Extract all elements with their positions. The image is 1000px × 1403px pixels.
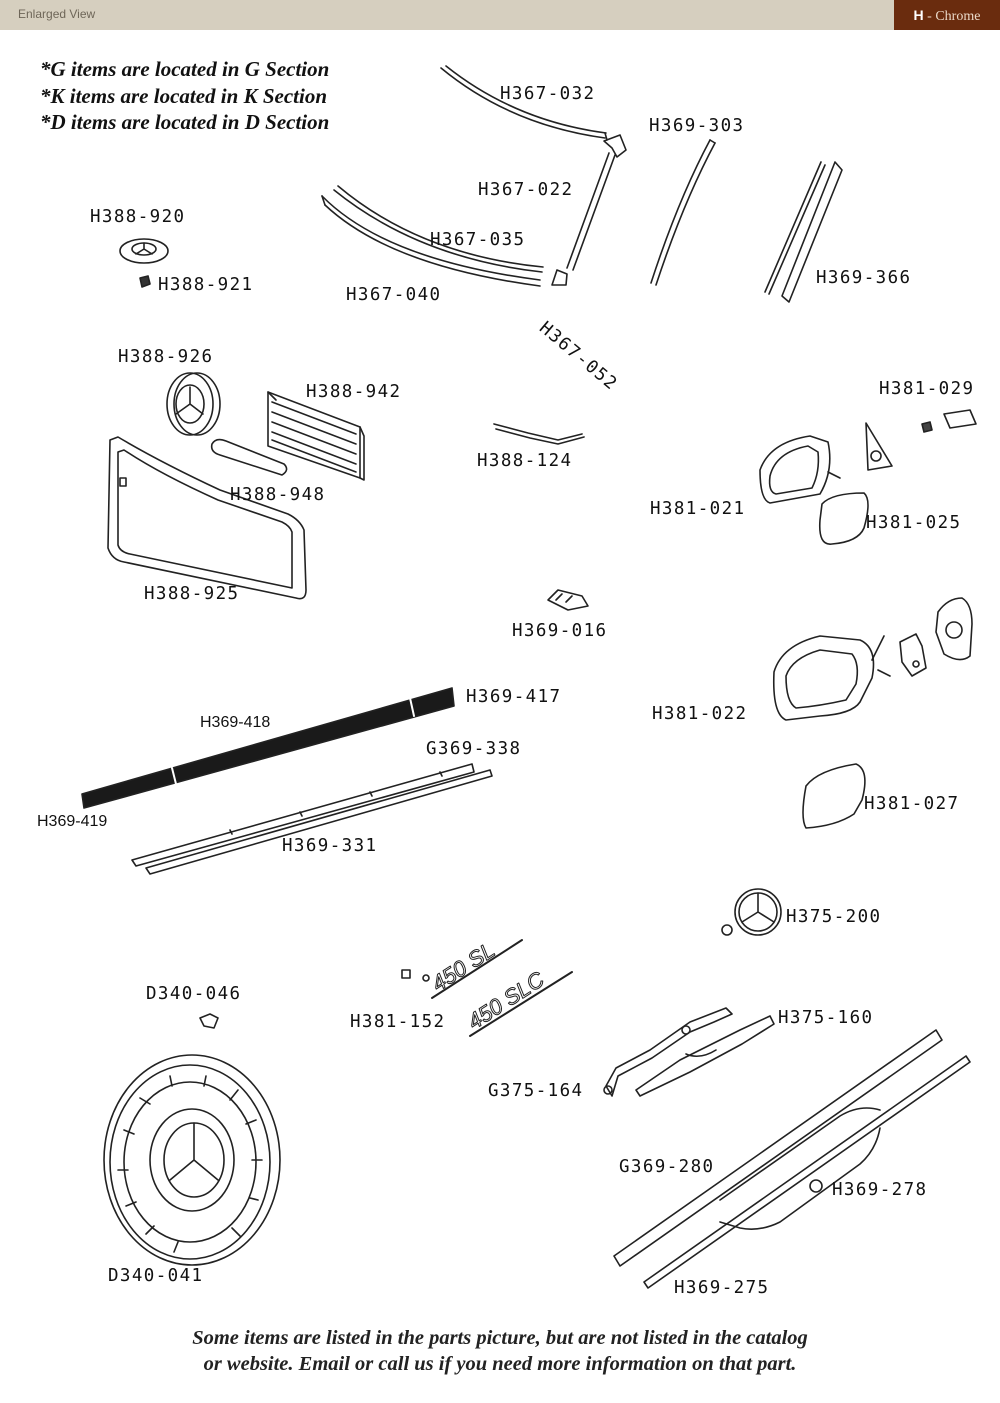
svg-text:450 SLC: 450 SLC bbox=[463, 967, 549, 1035]
part-label[interactable]: H369-278 bbox=[832, 1180, 928, 1200]
part-label[interactable]: H381-025 bbox=[866, 513, 962, 533]
footer-note: Some items are listed in the parts pictu… bbox=[0, 1325, 1000, 1377]
part-label[interactable]: H388-124 bbox=[477, 451, 573, 471]
door-molding[interactable] bbox=[81, 687, 455, 809]
trunk-light-bar[interactable] bbox=[635, 1015, 775, 1097]
rocker-trim-lower[interactable] bbox=[145, 769, 493, 875]
mirror-mount-triangle[interactable] bbox=[865, 422, 893, 471]
part-label[interactable]: H369-303 bbox=[649, 116, 745, 136]
windshield-lower-trim-inner[interactable] bbox=[333, 185, 544, 273]
part-label[interactable]: H381-027 bbox=[864, 794, 960, 814]
mirror-housing-large[interactable] bbox=[772, 635, 891, 721]
windshield-corner[interactable] bbox=[603, 134, 627, 158]
trunk-star-emblem[interactable] bbox=[721, 888, 782, 936]
section-name: - Chrome bbox=[927, 9, 981, 24]
mirror-mount-bracket[interactable] bbox=[899, 633, 927, 677]
rear-trim-clip[interactable] bbox=[809, 1179, 823, 1193]
windshield-lower-corner[interactable] bbox=[551, 269, 568, 286]
part-label[interactable]: H367-040 bbox=[346, 285, 442, 305]
part-label[interactable]: H381-021 bbox=[650, 499, 746, 519]
part-label[interactable]: H381-029 bbox=[879, 379, 975, 399]
part-label[interactable]: H369-419 bbox=[37, 813, 108, 830]
footer-line-2: or website. Email or call us if you need… bbox=[203, 1353, 797, 1375]
header-bar: Enlarged View H - Chrome bbox=[0, 0, 1000, 30]
part-label[interactable]: G375-164 bbox=[488, 1081, 584, 1101]
section-tab[interactable]: H - Chrome bbox=[894, 0, 1000, 30]
hood-star-emblem[interactable] bbox=[119, 238, 169, 264]
view-title: Enlarged View bbox=[18, 7, 96, 21]
windshield-top-trim[interactable] bbox=[440, 65, 608, 141]
model-emblem-clips[interactable] bbox=[401, 969, 430, 982]
part-label[interactable]: H367-035 bbox=[430, 230, 526, 250]
part-label[interactable]: D340-046 bbox=[146, 984, 242, 1004]
rocker-trim-upper[interactable] bbox=[131, 763, 475, 867]
part-label[interactable]: H367-032 bbox=[500, 84, 596, 104]
mirror-base-plate[interactable] bbox=[935, 597, 973, 661]
a-pillar-trim[interactable] bbox=[650, 139, 716, 286]
part-label[interactable]: H388-948 bbox=[230, 485, 326, 505]
section-letter: H bbox=[913, 7, 924, 23]
emblem-clip[interactable] bbox=[139, 275, 151, 288]
part-label[interactable]: H369-275 bbox=[674, 1278, 770, 1298]
part-label[interactable]: H388-942 bbox=[306, 382, 402, 402]
part-label[interactable]: D340-041 bbox=[108, 1266, 204, 1286]
part-label[interactable]: G369-280 bbox=[619, 1157, 715, 1177]
part-label[interactable]: H388-920 bbox=[90, 207, 186, 227]
rear-trim-lower[interactable] bbox=[643, 1055, 971, 1289]
part-label[interactable]: H388-925 bbox=[144, 584, 240, 604]
note-d: *D items are located in D Section bbox=[40, 110, 330, 134]
part-label[interactable]: H369-418 bbox=[200, 714, 271, 731]
trunk-handle-bracket[interactable] bbox=[603, 1007, 733, 1097]
grille-insert[interactable] bbox=[210, 438, 288, 476]
molding-clip[interactable] bbox=[547, 589, 589, 611]
section-notes: *G items are located in G Section *K ite… bbox=[40, 56, 329, 136]
part-label[interactable]: H369-366 bbox=[816, 268, 912, 288]
note-k: *K items are located in K Section bbox=[40, 83, 327, 108]
mirror-glass-small[interactable] bbox=[818, 492, 869, 545]
part-label[interactable]: H388-921 bbox=[158, 275, 254, 295]
footer-line-1: Some items are listed in the parts pictu… bbox=[192, 1327, 808, 1349]
door-frame-trim[interactable] bbox=[764, 161, 843, 303]
part-label[interactable]: G369-338 bbox=[426, 739, 522, 759]
mirror-housing-small[interactable] bbox=[759, 435, 841, 504]
mirror-bolts[interactable] bbox=[921, 409, 977, 433]
part-label[interactable]: H369-016 bbox=[512, 621, 608, 641]
rear-trim-upper[interactable] bbox=[613, 1029, 943, 1267]
svg-text:450 SL: 450 SL bbox=[427, 937, 499, 996]
windshield-side-trim[interactable] bbox=[566, 152, 616, 271]
part-label[interactable]: H367-022 bbox=[478, 180, 574, 200]
model-emblem-450slc[interactable]: 450 SLC bbox=[463, 966, 573, 1037]
grille-star-ring[interactable] bbox=[166, 372, 221, 436]
windshield-lower-trim-outer[interactable] bbox=[321, 195, 541, 287]
part-label[interactable]: H375-160 bbox=[778, 1008, 874, 1028]
hubcap-clip[interactable] bbox=[199, 1013, 219, 1029]
mirror-glass-large[interactable] bbox=[802, 763, 866, 829]
part-label[interactable]: H388-926 bbox=[118, 347, 214, 367]
grille-slats[interactable] bbox=[267, 391, 365, 481]
trim-strip-small[interactable] bbox=[493, 423, 585, 445]
hubcap[interactable] bbox=[103, 1054, 281, 1266]
part-label[interactable]: H381-022 bbox=[652, 704, 748, 724]
note-g: *G items are located in G Section bbox=[40, 57, 330, 81]
part-label[interactable]: H381-152 bbox=[350, 1012, 446, 1032]
part-label[interactable]: H369-331 bbox=[282, 836, 378, 856]
part-label[interactable]: H369-417 bbox=[466, 687, 562, 707]
grille-shell[interactable] bbox=[107, 436, 307, 600]
part-label[interactable]: H375-200 bbox=[786, 907, 882, 927]
